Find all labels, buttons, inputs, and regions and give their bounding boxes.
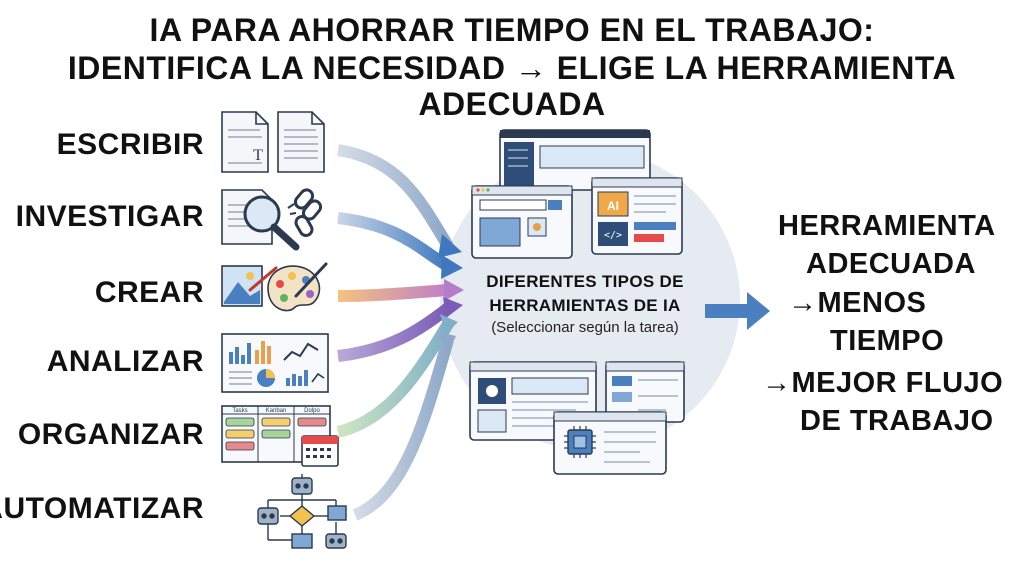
task-label-automatizar: AUTOMATIZAR [0,492,204,525]
workflow-robot-icon [257,474,347,549]
arrow-investigar [337,212,452,272]
paint-palette-icon [221,262,328,312]
task-label-crear: CREAR [94,276,204,309]
magnifier-link-icon [221,188,323,251]
kanban-col-label: Tasks [232,408,247,414]
center-heading-line1: DIFERENTES TIPOS DE [486,272,684,291]
task-label-escribir: ESCRIBIR [56,128,204,161]
flow-arrows [336,144,454,521]
result-line2: ADECUADA [806,248,976,280]
tool-window-search [471,185,573,259]
arrow-automatizar [352,338,454,521]
arrow-escribir [336,144,454,250]
result-line1: HERRAMIENTA [778,210,996,242]
result-line3: →MENOS [788,287,927,319]
task-label-analizar: ANALIZAR [46,345,204,378]
kanban-col-label: Kanban [266,408,287,414]
subtitle: IDENTIFICA LA NECESIDAD → ELIGE LA HERRA… [67,50,957,122]
result-line5: →MEJOR FLUJO [762,367,1004,399]
center-heading-line2: HERRAMIENTAS DE IA [489,296,681,315]
main-title: IA PARA AHORRAR TIEMPO EN EL TRABAJO: [149,12,875,48]
kanban-calendar-icon [221,405,339,467]
task-label-organizar: ORGANIZAR [17,418,204,451]
tool-window-chip [553,411,667,475]
kanban-col-label: Dolpo [304,408,320,414]
result-line6: DE TRABAJO [800,405,994,437]
tool-window-top [499,129,651,191]
tool-window-ai [591,177,683,255]
code-icon: </> [604,230,622,241]
ai-badge: AI [607,199,619,213]
center-subtitle: (Seleccionar según la tarea) [491,319,679,336]
arrow-organizar [336,320,454,438]
text-t-glyph: T [253,147,263,164]
arrow-heads [438,234,464,352]
result-line4: TIEMPO [830,325,945,357]
documents-icon [221,111,325,173]
arrow-analizar [337,303,452,362]
result-arrow [705,292,770,330]
task-label-investigar: INVESTIGAR [15,200,204,233]
charts-icon [221,333,329,393]
arrow-crear [337,284,449,302]
